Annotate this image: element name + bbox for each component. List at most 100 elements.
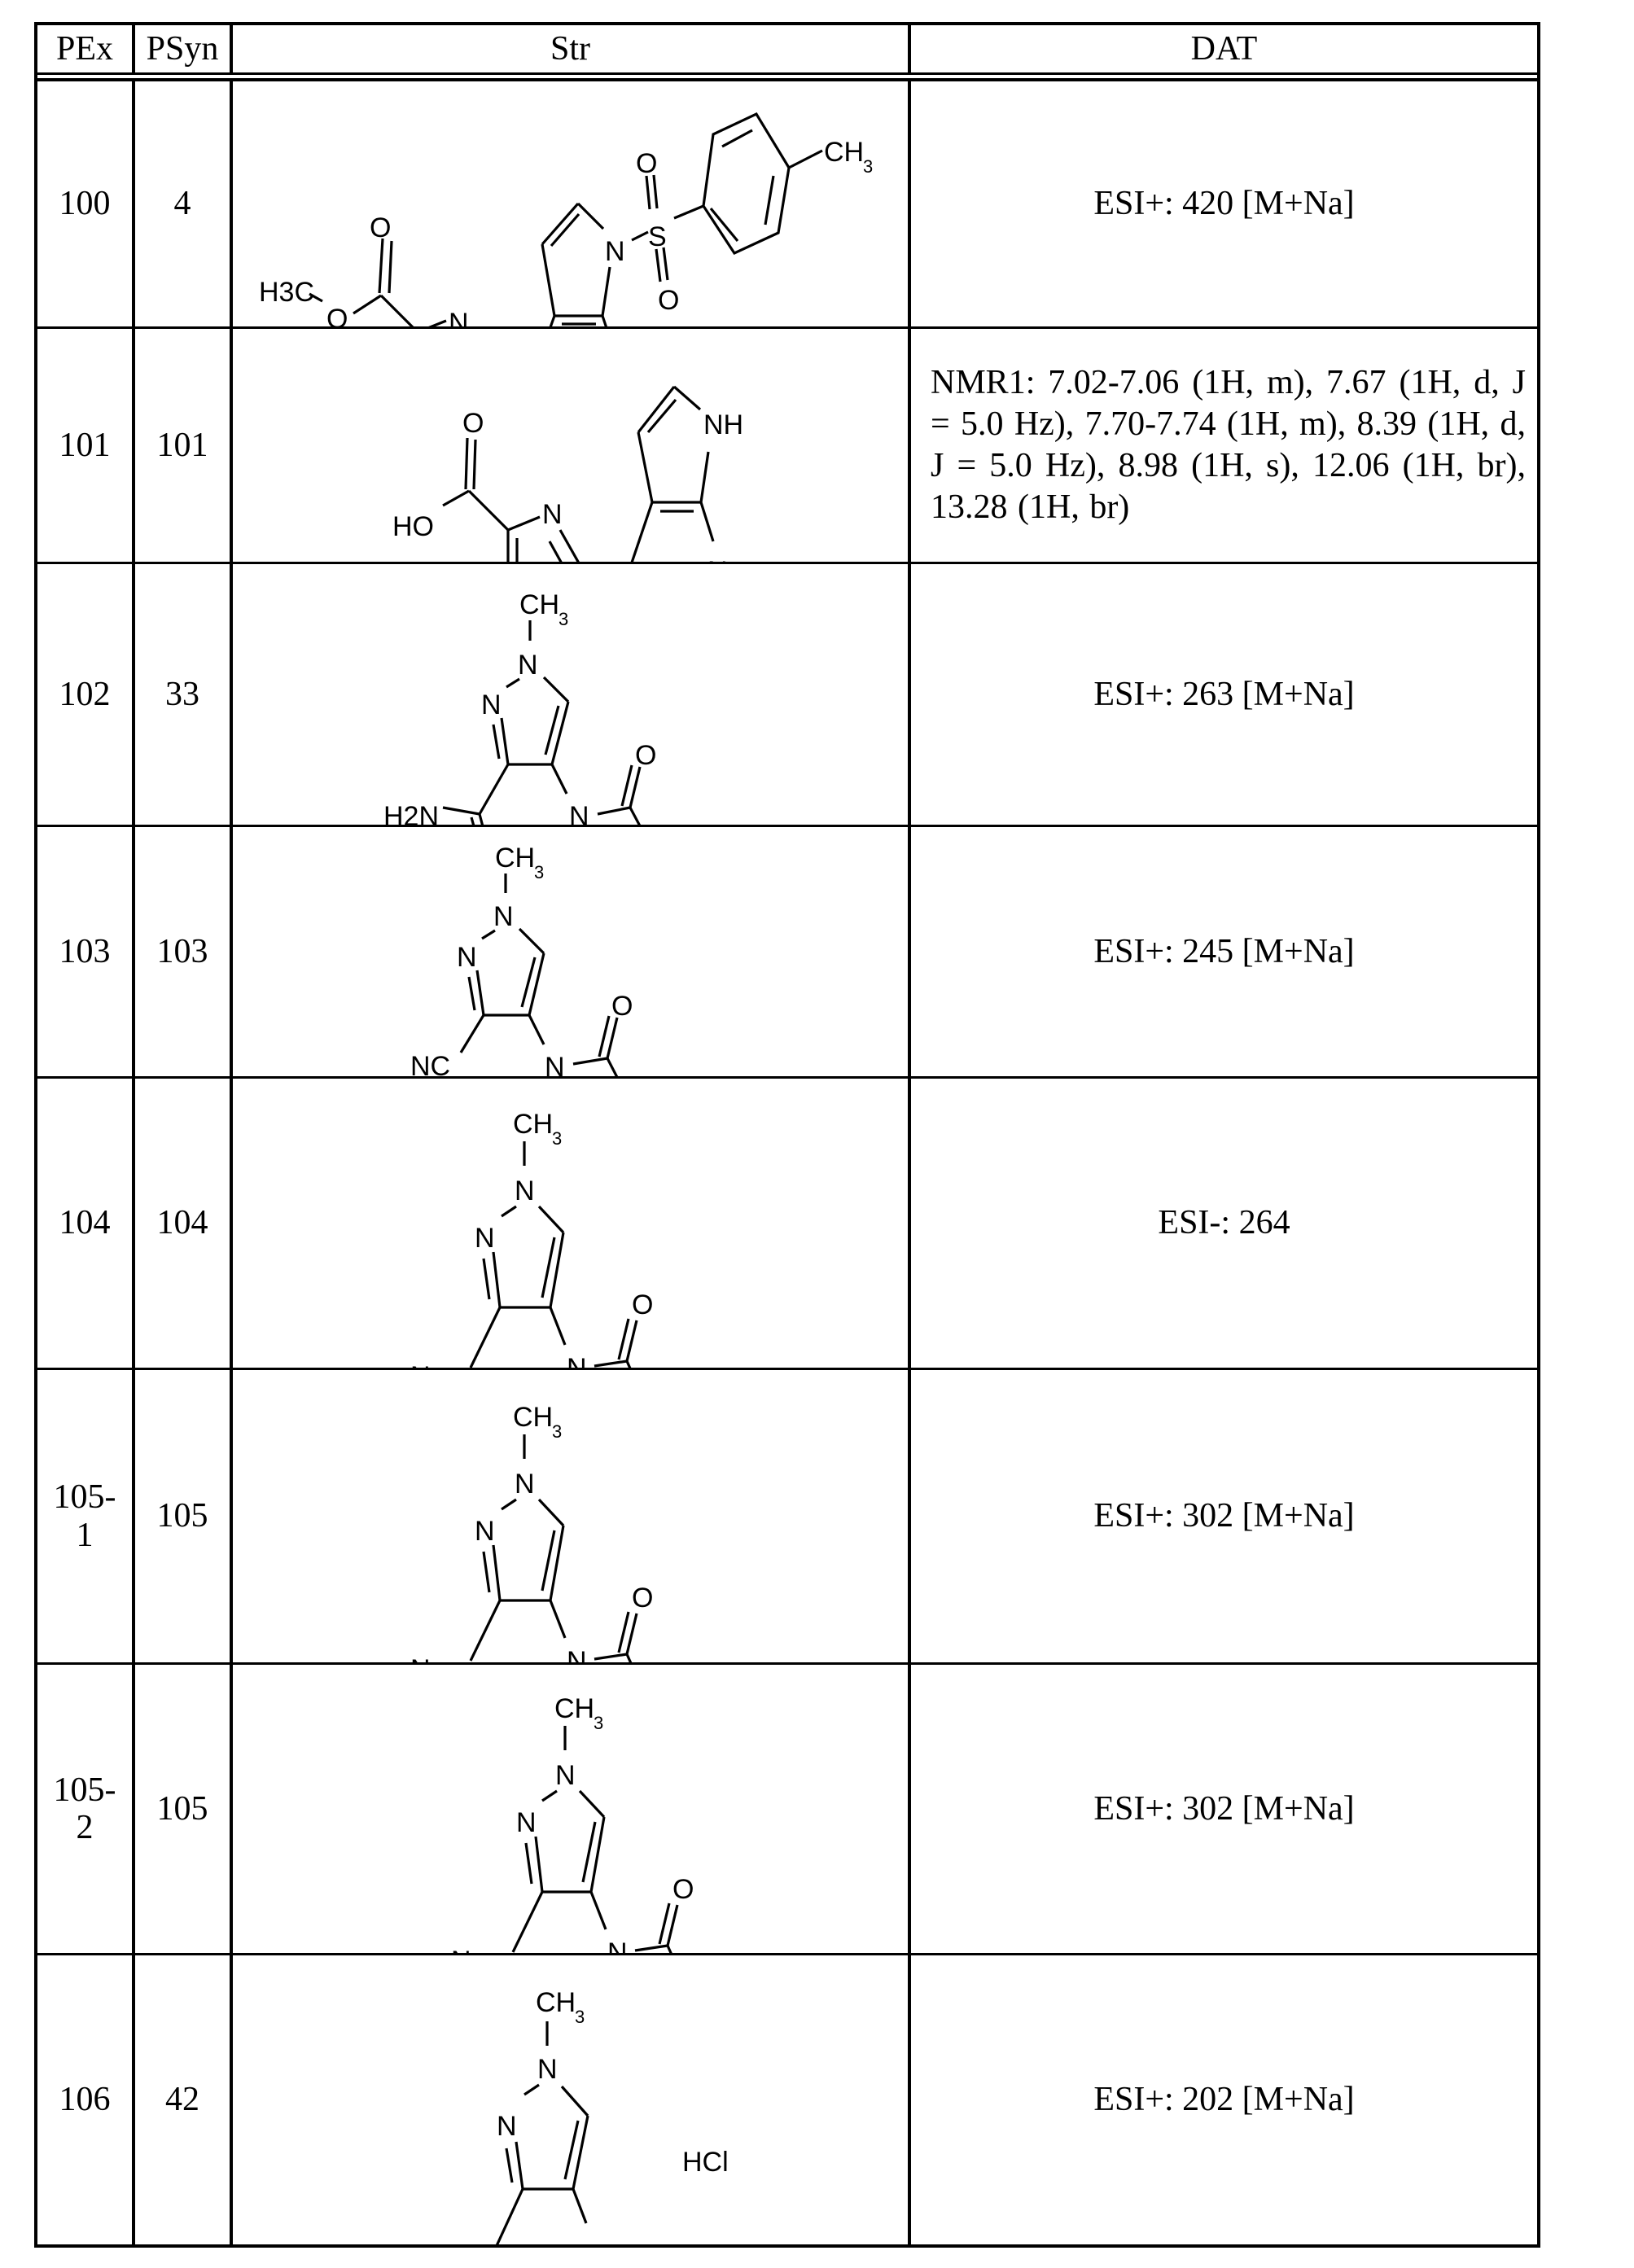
svg-text:O: O [632, 1289, 653, 1320]
svg-text:3: 3 [575, 2007, 585, 2027]
svg-text:CH: CH [495, 843, 535, 873]
table-row: 105- 2 105 CH 3 N N N N [37, 1662, 1537, 1955]
chemical-structure-105-1: CH 3 N N N N N [410, 1402, 653, 1664]
svg-text:N: N [493, 901, 514, 932]
svg-text:CH: CH [513, 1402, 553, 1433]
svg-text:HCl: HCl [682, 2147, 729, 2178]
svg-text:N: N [515, 1176, 535, 1206]
chemical-structure-101: HO O N O N [392, 385, 743, 563]
chemical-structure-100: H3C O O N O [259, 112, 873, 328]
svg-text:H2N: H2N [383, 801, 439, 826]
svg-text:N: N [569, 801, 589, 826]
dat-cell: NMR1: 7.02-7.06 (1H, m), 7.67 (1H, d, J … [908, 329, 1537, 562]
structure-cell: CH 3 N N N N N [230, 1370, 908, 1664]
table-row: 102 33 CH 3 N N H2N [37, 562, 1537, 826]
dat-cell: ESI+: 202 [M+Na] [908, 1955, 1537, 2244]
svg-text:N: N [433, 2243, 453, 2246]
svg-text:N: N [518, 650, 538, 681]
svg-text:N: N [607, 1937, 628, 1955]
svg-text:N: N [515, 1469, 535, 1500]
svg-text:CH: CH [536, 1987, 576, 2018]
svg-text:N: N [545, 1052, 565, 1078]
nmr-data-text: NMR1: 7.02-7.06 (1H, m), 7.67 (1H, d, J … [931, 363, 1526, 527]
svg-text:NH: NH [703, 409, 743, 440]
svg-text:3: 3 [552, 1421, 562, 1442]
svg-text:S: S [648, 221, 667, 252]
pex-cell: 105- 2 [53, 1771, 116, 1846]
svg-text:CH: CH [824, 137, 864, 168]
header-str: Str [230, 25, 908, 72]
pex-cell: 104 [59, 1204, 111, 1242]
svg-text:N: N [481, 690, 502, 720]
svg-text:HO: HO [392, 511, 434, 542]
pex-cell: 100 [59, 185, 111, 223]
chemical-structure-106: CH 3 N N N N N [433, 1987, 729, 2246]
structure-cell: CH 3 N N NC N H O [230, 827, 908, 1078]
dat-cell: ESI+: 420 [M+Na] [908, 81, 1537, 326]
svg-text:N: N [449, 308, 469, 328]
table-row: 104 104 CH 3 N N N [37, 1076, 1537, 1369]
svg-text:O: O [658, 285, 679, 316]
psyn-cell: 105 [132, 1370, 230, 1662]
svg-text:O: O [611, 991, 633, 1022]
psyn-cell: 103 [132, 827, 230, 1076]
psyn-cell: 104 [132, 1079, 230, 1368]
svg-text:N: N [457, 942, 477, 973]
dat-cell: ESI+: 302 [M+Na] [908, 1665, 1537, 1953]
pex-cell: 105- 1 [53, 1478, 116, 1554]
svg-text:N: N [451, 1946, 471, 1955]
svg-text:O: O [370, 212, 391, 243]
svg-text:3: 3 [552, 1128, 562, 1149]
structure-cell: HO O N O N [230, 329, 908, 563]
svg-text:N: N [537, 2054, 558, 2085]
svg-text:N: N [542, 499, 563, 530]
chemical-structure-103: CH 3 N N NC N H O [410, 843, 633, 1078]
svg-text:N: N [567, 1353, 587, 1369]
header-pex: PEx [55, 29, 113, 68]
svg-text:O: O [672, 1874, 694, 1905]
psyn-cell: 4 [132, 81, 230, 326]
table-row: 103 103 CH 3 N N NC N H [37, 825, 1537, 1078]
svg-text:CH: CH [513, 1109, 553, 1140]
table-row: 105- 1 105 CH 3 N N N [37, 1368, 1537, 1664]
table-row: 106 42 CH 3 N N N N [37, 1953, 1537, 2246]
structure-cell: CH 3 N N N N [230, 1079, 908, 1369]
header-psyn: PSyn [132, 25, 230, 72]
dat-cell: ESI+: 245 [M+Na] [908, 827, 1537, 1076]
svg-text:N: N [516, 1807, 537, 1838]
svg-text:O: O [636, 148, 657, 179]
svg-text:N: N [475, 1223, 495, 1254]
svg-text:CH: CH [519, 589, 559, 620]
psyn-cell: 105 [132, 1665, 230, 1953]
svg-text:H3C: H3C [259, 277, 314, 308]
structure-cell: CH 3 N N N N N N [230, 1665, 908, 1955]
table-row: 101 101 HO O N O [37, 326, 1537, 563]
svg-text:3: 3 [863, 156, 873, 177]
pex-cell: 106 [59, 2081, 111, 2119]
pex-cell: 103 [59, 932, 111, 970]
svg-text:3: 3 [559, 609, 568, 629]
svg-text:3: 3 [534, 862, 544, 882]
svg-text:N: N [605, 236, 625, 267]
dat-cell: ESI+: 302 [M+Na] [908, 1370, 1537, 1662]
header-dat: DAT [908, 25, 1537, 72]
psyn-cell: 101 [132, 329, 230, 562]
svg-text:N: N [567, 1646, 587, 1664]
svg-text:O: O [635, 740, 656, 771]
psyn-cell: 33 [132, 564, 230, 825]
dat-cell: ESI+: 263 [M+Na] [908, 564, 1537, 825]
svg-text:N: N [555, 1760, 576, 1791]
compound-data-table: PEx PSyn Str DAT 100 4 H3C O O [34, 22, 1540, 2248]
chemical-structure-102: CH 3 N N H2N N [383, 589, 656, 826]
svg-text:NC: NC [410, 1051, 450, 1078]
structure-cell: CH 3 N N H2N N [230, 564, 908, 826]
svg-text:O: O [462, 408, 484, 439]
table-row: 100 4 H3C O O N [37, 78, 1537, 328]
pex-cell: 101 [59, 426, 111, 464]
svg-text:CH: CH [554, 1693, 594, 1724]
pex-cell: 102 [59, 675, 111, 713]
svg-text:N: N [410, 1654, 431, 1664]
structure-cell: H3C O O N O [230, 81, 908, 328]
svg-text:O: O [326, 304, 348, 328]
table-header-row: PEx PSyn Str DAT [37, 25, 1537, 75]
